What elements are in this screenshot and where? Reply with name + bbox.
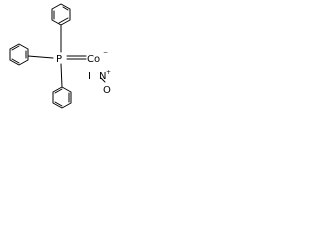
molecule-structure: P Co − I N + O xyxy=(9,3,111,109)
bond-p-ring-left xyxy=(27,55,54,59)
phenyl-ring-bottom xyxy=(52,86,72,109)
ring-left-double-bond-1 xyxy=(11,45,20,51)
atom-nitrogen: N xyxy=(99,71,106,82)
charge-cobalt: − xyxy=(103,49,108,56)
bond-p-ring-bottom xyxy=(60,63,63,88)
atom-oxygen: O xyxy=(103,85,111,96)
atom-iodine: I xyxy=(88,71,91,82)
atom-cobalt: Co xyxy=(87,54,100,65)
ring-top-double-bond-1 xyxy=(62,6,69,11)
bond-i-n xyxy=(100,77,106,83)
charge-nitrogen: + xyxy=(106,69,111,76)
ring-left-double-bond-3 xyxy=(11,58,20,64)
phenyl-ring-left xyxy=(9,43,29,66)
atom-labels: P Co − I N + O xyxy=(56,49,111,96)
ring-bottom-double-bond-1 xyxy=(54,88,63,94)
bond-lines xyxy=(9,3,106,109)
ring-top-double-bond-3 xyxy=(58,17,69,24)
atom-phosphorus: P xyxy=(56,54,62,65)
ring-bottom-double-bond-3 xyxy=(54,101,63,107)
